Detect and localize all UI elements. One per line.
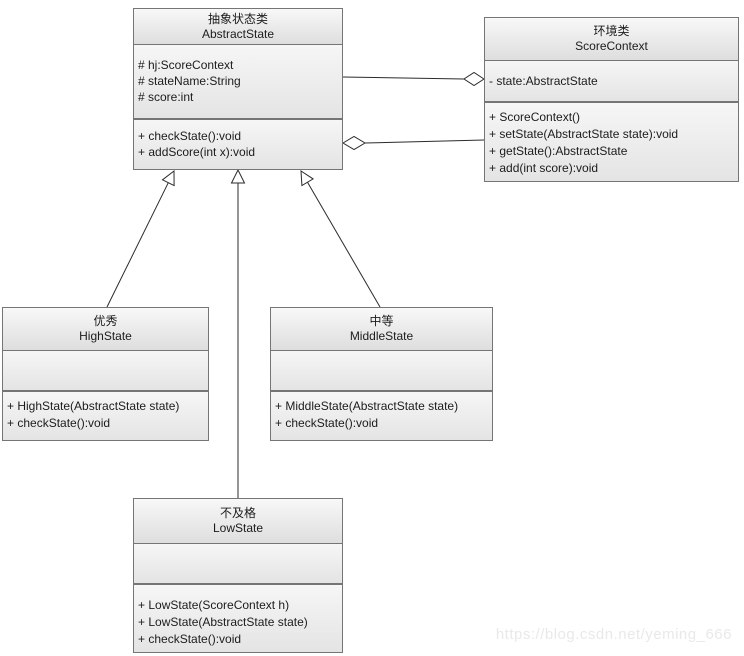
attributes-section: # hj:ScoreContext # stateName:String # s… [134,44,342,118]
attribute: # hj:ScoreContext [138,58,234,72]
attribute: - state:AbstractState [489,74,598,88]
class-name-cn: 不及格 [219,506,256,520]
method: + LowState(ScoreContext h) [138,598,290,612]
class-name-en: MiddleState [349,329,414,343]
method: + checkState():void [275,416,379,430]
method: + getState():AbstractState [489,144,628,158]
relation-line [342,76,465,80]
class-name-en: ScoreContext [575,39,648,53]
class-box-lowstate: 不及格 LowState + LowState(ScoreContext h) … [133,498,343,653]
method: + MiddleState(AbstractState state) [275,399,459,413]
class-name-cn: 优秀 [93,314,118,328]
class-name-en: HighState [79,329,132,343]
generalization-middlestate [300,170,381,308]
generalization-triangle-icon [300,170,315,187]
class-title-scorecontext: 环境类 ScoreContext [485,18,738,60]
class-box-abstractstate: 抽象状态类 AbstractState # hj:ScoreContext # … [133,8,343,170]
methods-section: + ScoreContext() + setState(AbstractStat… [485,101,738,181]
class-box-scorecontext: 环境类 ScoreContext - state:AbstractState +… [484,17,739,182]
class-title-highstate: 优秀 HighState [3,308,208,350]
attribute: # stateName:String [138,74,241,88]
class-title-lowstate: 不及格 LowState [134,499,342,543]
attributes-section [271,350,492,390]
method: + add(int score):void [489,161,599,175]
class-name-cn: 抽象状态类 [207,11,268,26]
attributes-section [3,350,208,390]
relation-line [364,139,485,144]
class-name-cn: 环境类 [593,24,630,38]
methods-section: + MiddleState(AbstractState state) + che… [271,390,492,440]
method: + ScoreContext() [489,110,581,124]
method: + LowState(AbstractState state) [138,615,308,629]
class-title-middlestate: 中等 MiddleState [271,308,492,350]
method: + HighState(AbstractState state) [7,399,180,413]
generalization-highstate [106,169,175,308]
attribute: # score:int [138,90,194,104]
relation-line [307,181,381,308]
method: + checkState():void [138,129,242,143]
methods-section: + LowState(ScoreContext h) + LowState(Ab… [134,583,342,652]
method: + checkState():void [138,632,242,646]
generalization-lowstate [230,168,246,498]
relation-line [106,182,169,308]
aggregation-diamond-icon [342,135,366,151]
methods-section: + checkState():void + addScore(int x):vo… [134,118,342,169]
class-title-abstractstate: 抽象状态类 AbstractState [134,9,342,44]
method: + checkState():void [7,416,111,430]
class-name-cn: 中等 [369,314,394,328]
csdn-watermark: https://blog.csdn.net/yeming_666 [495,626,732,643]
class-box-middlestate: 中等 MiddleState + MiddleState(AbstractSta… [270,307,493,441]
method: + addScore(int x):void [138,145,256,159]
generalization-triangle-icon [161,169,175,187]
methods-section: + HighState(AbstractState state) + check… [3,390,208,440]
aggregation-scorecontext-has-state [342,71,485,87]
class-box-highstate: 优秀 HighState + HighState(AbstractState s… [2,307,209,441]
attributes-section: - state:AbstractState [485,60,738,101]
class-name-en: LowState [212,521,264,535]
class-name-en: AbstractState [201,26,275,41]
generalization-triangle-icon [230,168,246,184]
attributes-section [134,543,342,583]
aggregation-diamond-icon [463,71,485,87]
method: + setState(AbstractState state):void [489,127,679,141]
aggregation-abstractstate-has-hj [342,135,485,151]
